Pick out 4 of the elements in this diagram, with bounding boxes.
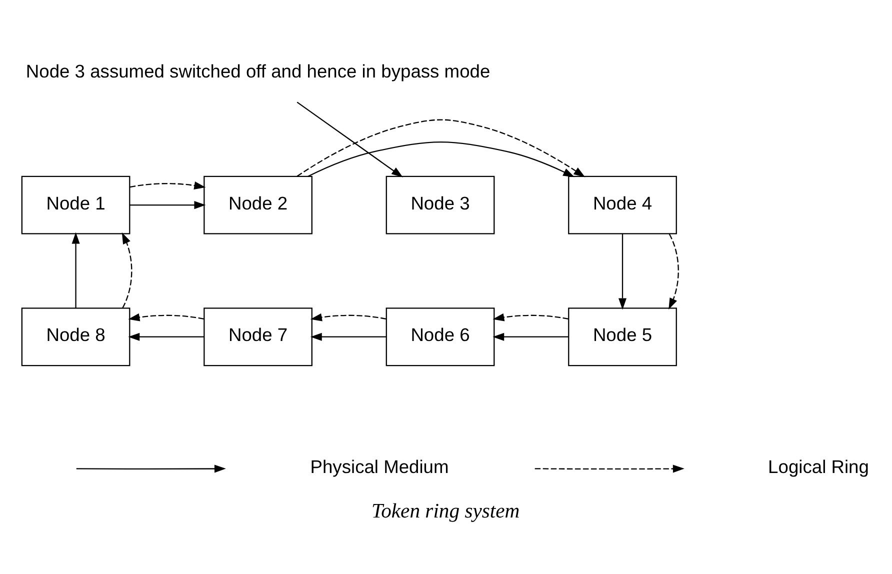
legend-label: Physical Medium [310, 456, 449, 478]
caption: Token ring system [372, 500, 520, 522]
node-text: Node 3 assumed switched off and hence in bypass mode [26, 60, 490, 82]
legend-label: Logical Ring [768, 456, 869, 478]
